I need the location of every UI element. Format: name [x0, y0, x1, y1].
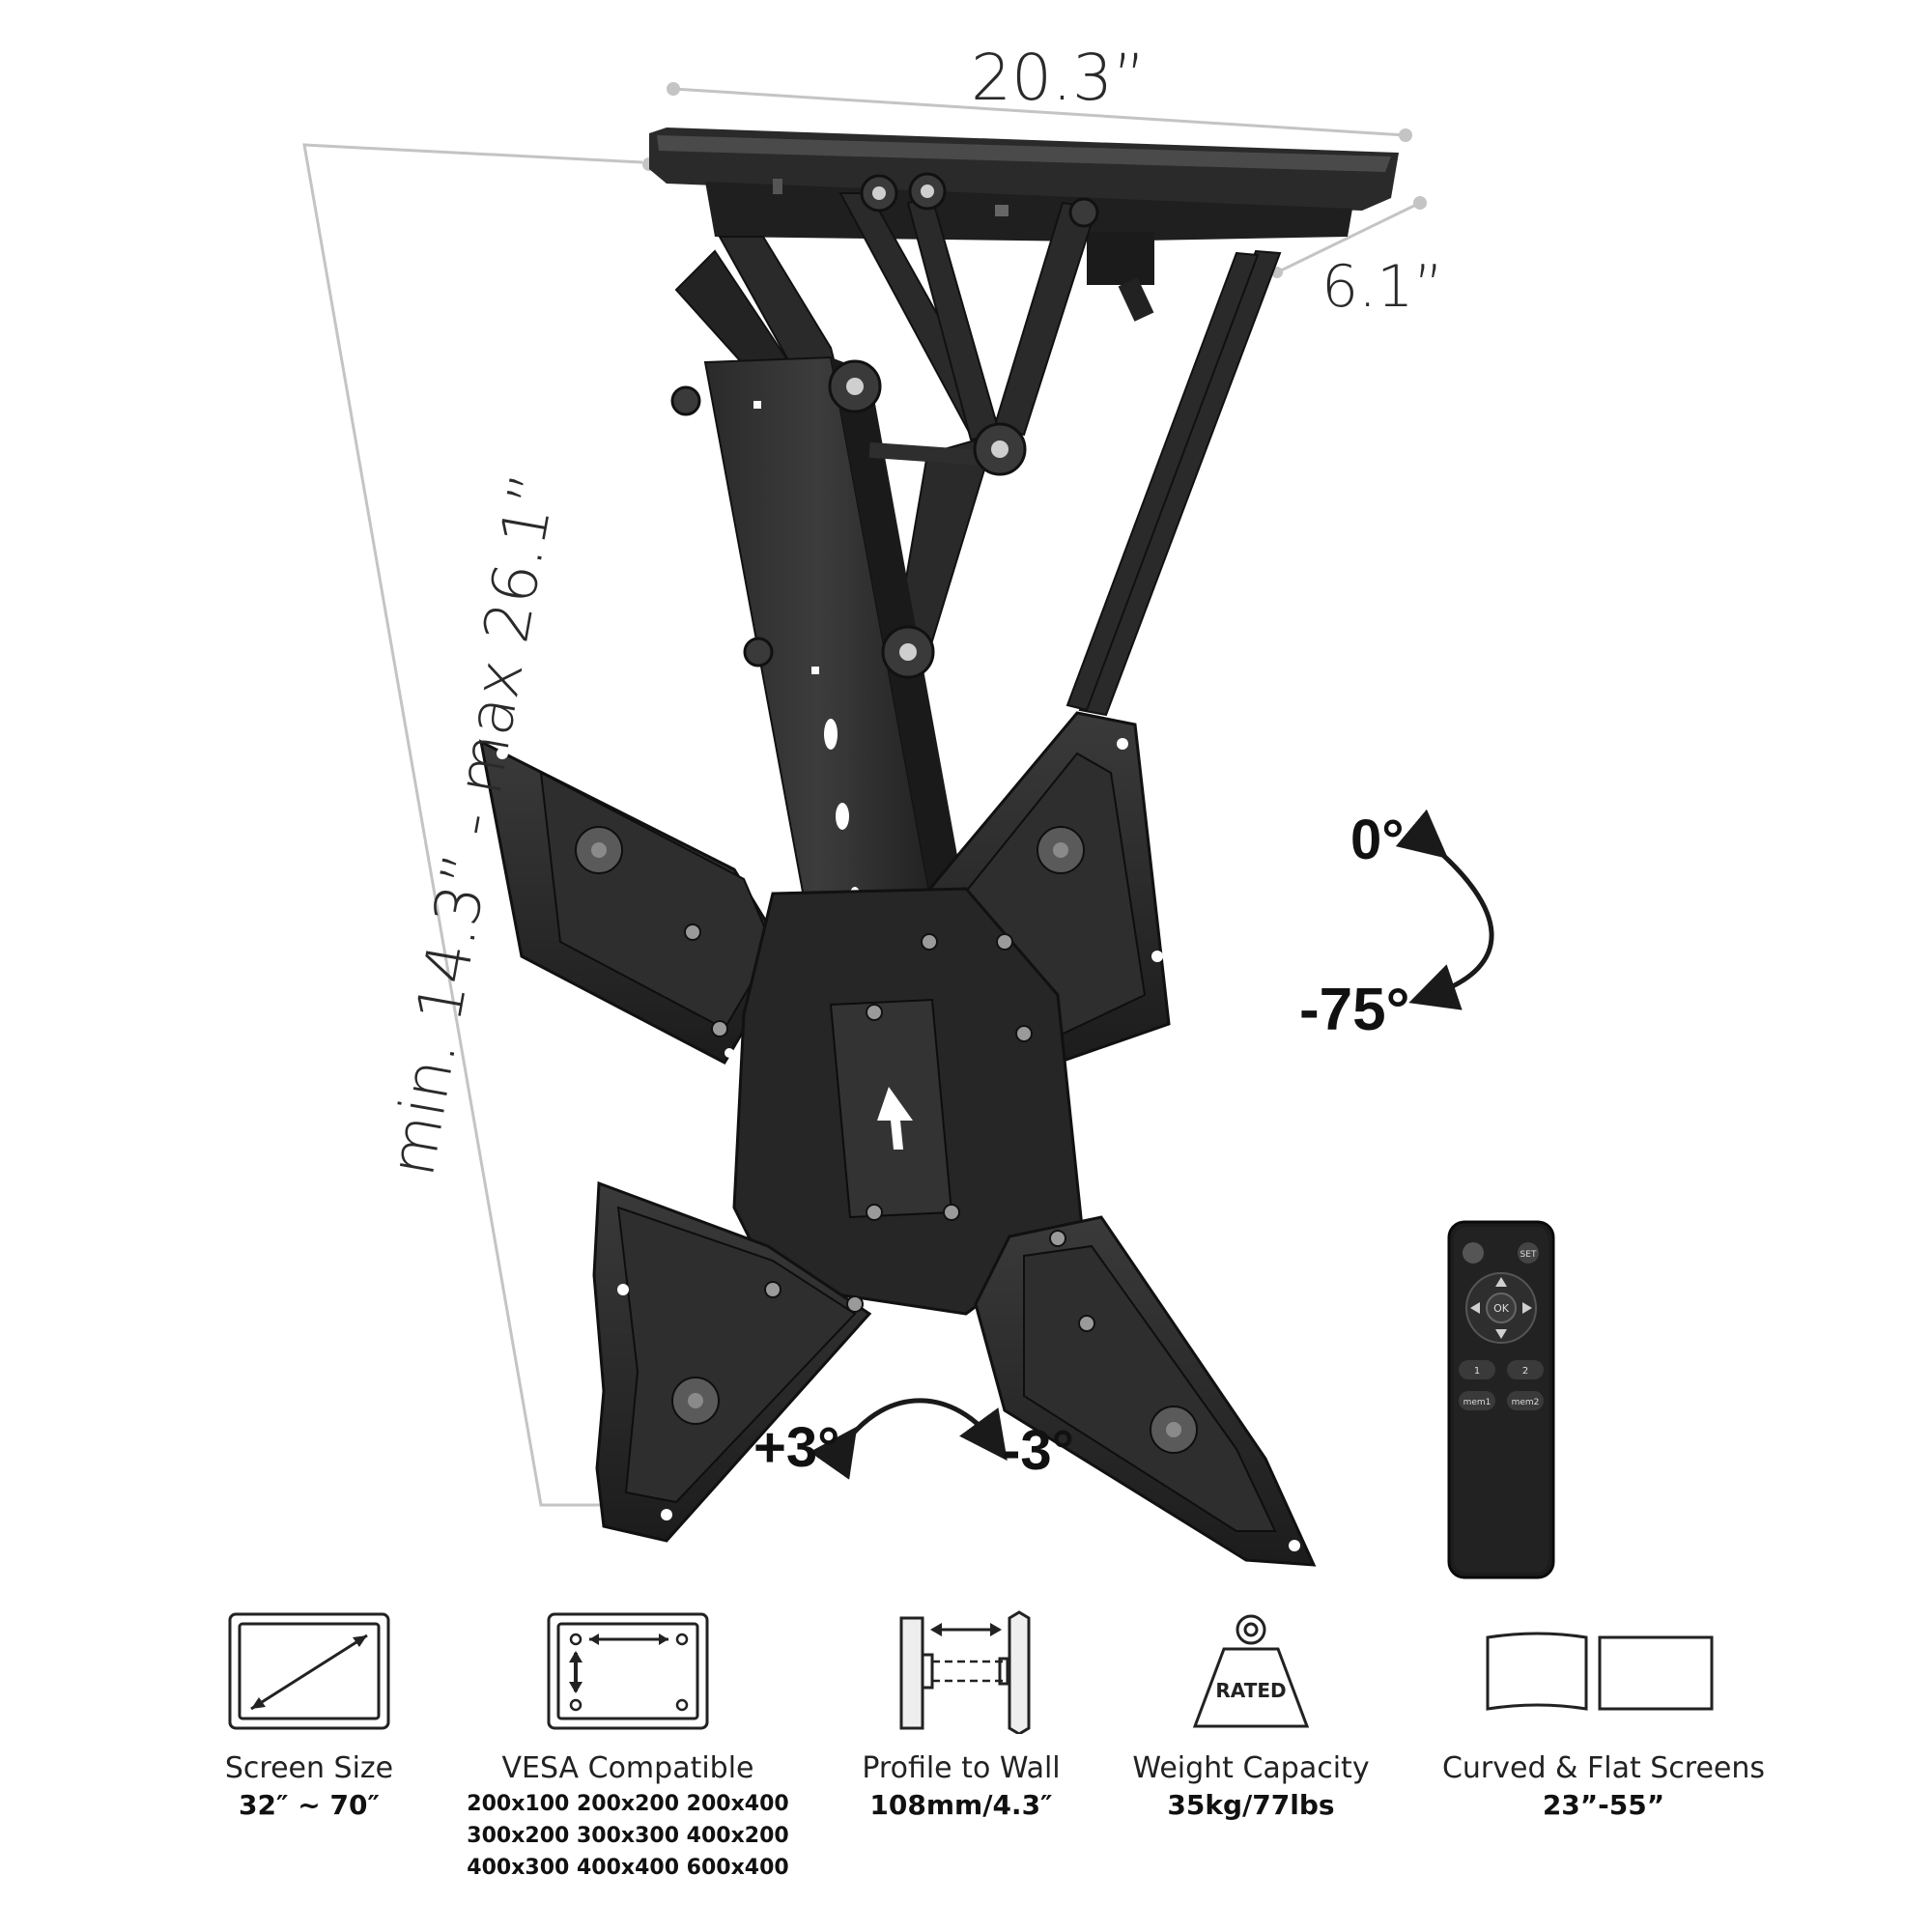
remote-power-button[interactable] [1463, 1242, 1484, 1264]
rotate-left-label: +3° [753, 1416, 840, 1479]
diagonal-screen-icon [228, 1612, 390, 1730]
width-dimension-label: 20.3” [971, 41, 1147, 115]
screen-size-value: 32″ ~ 70″ [239, 1789, 380, 1821]
remote-button-2[interactable] [1507, 1360, 1544, 1379]
remote-mem1-button[interactable] [1459, 1391, 1495, 1410]
vesa-line-2: 300x200 300x300 400x200 [467, 1824, 789, 1848]
remote-mem2-button[interactable] [1507, 1391, 1544, 1410]
profile-value: 108mm/4.3″ [869, 1789, 1053, 1821]
remote-set-label: SET [1520, 1250, 1537, 1260]
screens-label: Curved & Flat Screens [1441, 1751, 1766, 1785]
depth-dimension-line [1276, 201, 1421, 274]
width-dimension-line [672, 87, 1406, 137]
screen-size-label: Screen Size [224, 1751, 394, 1785]
remote-button-1[interactable] [1459, 1360, 1495, 1379]
feature-screens: Curved & Flat Screens 23”-55” [1415, 1608, 1792, 1823]
weight-icon: RATED [1192, 1614, 1310, 1728]
rotate-right-label: -3° [1002, 1419, 1074, 1482]
profile-label: Profile to Wall [862, 1751, 1061, 1785]
weight-label: Weight Capacity [1132, 1751, 1370, 1785]
feature-profile: Profile to Wall 108mm/4.3″ [840, 1608, 1082, 1823]
remote-control: SET OK 1 2 mem1 mem2 [1447, 1220, 1555, 1579]
tilt-arrow-icon [1395, 809, 1494, 1010]
vesa-pattern-icon [547, 1612, 709, 1730]
remote-set-button[interactable] [1518, 1242, 1539, 1264]
rotation-arrow-icon [810, 1398, 1008, 1480]
vesa-plate [478, 711, 1317, 1567]
curved-flat-screen-icon [1486, 1632, 1714, 1711]
profile-depth-icon [899, 1610, 1031, 1734]
rated-badge: RATED [1215, 1679, 1286, 1702]
tilt-top-label: 0° [1350, 809, 1405, 871]
up-arrow-icon [877, 1087, 913, 1150]
feature-weight: RATED Weight Capacity 35kg/77lbs [1111, 1608, 1391, 1823]
depth-dimension-label: 6.1” [1321, 253, 1444, 321]
screens-value: 23”-55” [1542, 1789, 1665, 1821]
remote-mem1-label: mem1 [1463, 1398, 1492, 1407]
feature-vesa: VESA Compatible 200x100 200x200 200x400 … [449, 1608, 807, 1884]
vesa-line-3: 400x300 400x400 600x400 [467, 1856, 789, 1880]
remote-ok-button[interactable] [1486, 1293, 1517, 1323]
vesa-line-1: 200x100 200x200 200x400 [467, 1792, 789, 1816]
vesa-label: VESA Compatible [501, 1751, 754, 1785]
vertical-column [703, 355, 986, 915]
remote-btn2-label: 2 [1522, 1366, 1528, 1377]
feature-screen-size: Screen Size 32″ ~ 70″ [193, 1608, 425, 1823]
remote-btn1-label: 1 [1474, 1366, 1480, 1377]
remote-mem2-label: mem2 [1512, 1398, 1540, 1407]
tilt-bottom-label: -75° [1299, 977, 1410, 1043]
weight-value: 35kg/77lbs [1167, 1789, 1335, 1821]
remote-ok-label: OK [1493, 1302, 1510, 1315]
joint-bolts [670, 172, 1099, 679]
